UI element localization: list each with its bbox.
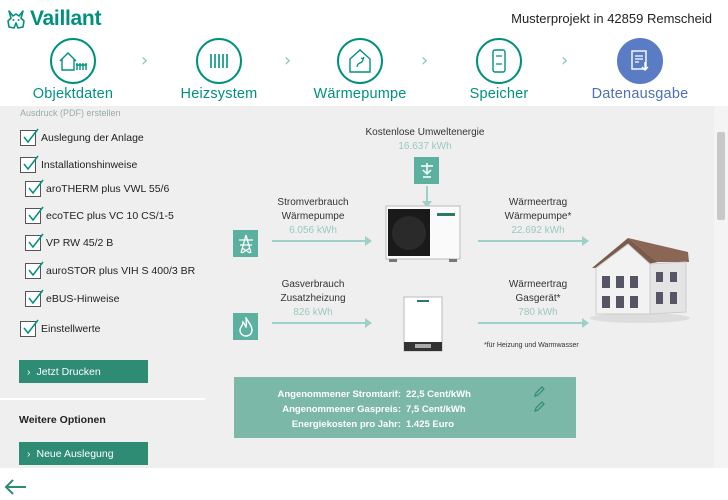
checkbox-checked-icon[interactable] bbox=[25, 233, 44, 251]
storage-tank-icon bbox=[476, 38, 522, 84]
checkbox-label: Installationshinweise bbox=[41, 159, 138, 171]
arrow-right-icon bbox=[478, 236, 589, 246]
chevron-right-icon: › bbox=[27, 365, 31, 378]
energy-cost-label: Energiekosten pro Jahr: bbox=[291, 419, 401, 430]
checkbox-label: Einstellwerte bbox=[41, 323, 101, 335]
panel-header: Ausdruck (PDF) erstellen bbox=[20, 108, 121, 118]
new-design-label: Neue Auslegung bbox=[36, 447, 114, 460]
step-speicher[interactable]: Speicher bbox=[434, 38, 564, 102]
house-icon bbox=[50, 38, 96, 84]
checkbox-installationshinweise[interactable]: Installationshinweise bbox=[20, 155, 138, 173]
heatpump-unit-image bbox=[385, 205, 461, 263]
heat-yield-pump-value: 22.692 kWh bbox=[511, 225, 565, 236]
checkbox-checked-icon[interactable] bbox=[25, 261, 44, 279]
radiator-icon bbox=[196, 38, 242, 84]
checkbox-label: ecoTEC plus VC 10 CS/1-5 bbox=[46, 210, 174, 222]
divider bbox=[0, 398, 205, 400]
tariff-panel: Angenommener Stromtarif: 22,5 Cent/kWh A… bbox=[234, 377, 576, 438]
heat-yield-pump-label: Wärmeertrag Wärmepumpe* bbox=[504, 197, 572, 222]
checkbox-checked-icon[interactable] bbox=[20, 128, 39, 146]
vertical-scrollbar[interactable] bbox=[714, 106, 728, 468]
ambient-energy-icon bbox=[414, 157, 439, 184]
checkbox-checked-icon[interactable] bbox=[25, 206, 44, 224]
more-options-title: Weitere Optionen bbox=[19, 414, 106, 426]
footnote: *für Heizung und Warmwasser bbox=[484, 342, 579, 349]
back-arrow-icon[interactable] bbox=[4, 478, 28, 500]
arrow-right-icon bbox=[478, 318, 589, 328]
gas-price-value: 7,5 Cent/kWh bbox=[406, 404, 466, 415]
power-tariff-value: 22,5 Cent/kWh bbox=[406, 389, 471, 400]
power-tariff-label: Angenommener Stromtarif: bbox=[277, 389, 401, 400]
checkbox-vp-rw[interactable]: VP RW 45/2 B bbox=[25, 233, 114, 251]
checkbox-ebus[interactable]: eBUS-Hinweise bbox=[25, 289, 120, 307]
step-label: Objektdaten bbox=[32, 86, 114, 102]
power-tower-icon bbox=[233, 230, 258, 257]
checkbox-checked-icon[interactable] bbox=[20, 155, 39, 173]
checkbox-label: aroTHERM plus VWL 55/6 bbox=[46, 183, 170, 195]
checkbox-aurostor[interactable]: auroSTOR plus VIH S 400/3 BR bbox=[25, 261, 196, 279]
step-label: Wärmepumpe bbox=[313, 86, 407, 102]
chevron-right-icon: › bbox=[27, 447, 31, 460]
checkbox-einstellwerte[interactable]: Einstellwerte bbox=[20, 319, 101, 337]
checkbox-ecotec[interactable]: ecoTEC plus VC 10 CS/1-5 bbox=[25, 206, 174, 224]
arrow-down-icon bbox=[422, 186, 432, 208]
chevron-right-icon: › bbox=[421, 50, 429, 71]
chevron-right-icon: › bbox=[284, 50, 292, 71]
project-title: Musterprojekt in 42859 Remscheid bbox=[511, 11, 712, 26]
step-label: Datenausgabe bbox=[591, 86, 689, 102]
checkbox-label: Auslegung der Anlage bbox=[41, 132, 144, 144]
checkbox-checked-icon[interactable] bbox=[25, 289, 44, 307]
flame-icon bbox=[233, 313, 258, 340]
document-download-icon bbox=[617, 38, 663, 84]
step-label: Heizsystem bbox=[180, 86, 258, 102]
chevron-right-icon: › bbox=[561, 50, 569, 71]
gas-price-label: Angenommener Gaspreis: bbox=[282, 404, 401, 415]
checkbox-label: auroSTOR plus VIH S 400/3 BR bbox=[46, 265, 196, 277]
arrow-right-icon bbox=[272, 236, 372, 246]
energy-cost-value: 1.425 Euro bbox=[406, 419, 455, 430]
step-objektdaten[interactable]: Objektdaten bbox=[8, 38, 138, 102]
house-image bbox=[588, 232, 692, 324]
new-design-button[interactable]: › Neue Auslegung bbox=[19, 442, 148, 465]
print-options-panel: Ausdruck (PDF) erstellen Auslegung der A… bbox=[0, 106, 205, 468]
heatpump-icon bbox=[337, 38, 383, 84]
gas-consumption-value: 826 kWh bbox=[293, 307, 333, 318]
checkbox-label: VP RW 45/2 B bbox=[46, 237, 114, 249]
checkbox-checked-icon[interactable] bbox=[20, 319, 39, 337]
ambient-energy-label: Kostenlose Umweltenergie bbox=[365, 127, 485, 138]
checkbox-label: eBUS-Hinweise bbox=[46, 293, 120, 305]
gas-consumption-label: Gasverbrauch Zusatzheizung bbox=[280, 279, 346, 304]
chevron-right-icon: › bbox=[141, 50, 149, 71]
ambient-energy-value: 16.637 kWh bbox=[398, 141, 452, 152]
edit-pencil-icon[interactable] bbox=[533, 401, 545, 416]
step-heizsystem[interactable]: Heizsystem bbox=[154, 38, 284, 102]
checkbox-checked-icon[interactable] bbox=[25, 179, 44, 197]
print-now-button[interactable]: › Jetzt Drucken bbox=[19, 360, 148, 383]
step-waermepumpe[interactable]: Wärmepumpe bbox=[295, 38, 425, 102]
scrollbar-thumb[interactable] bbox=[717, 132, 725, 220]
print-now-label: Jetzt Drucken bbox=[36, 365, 101, 378]
vaillant-hare-icon bbox=[7, 10, 25, 29]
main-content: Ausdruck (PDF) erstellen Auslegung der A… bbox=[0, 106, 714, 468]
checkbox-arotherm[interactable]: aroTHERM plus VWL 55/6 bbox=[25, 179, 170, 197]
gas-boiler-image bbox=[403, 296, 443, 352]
step-label: Speicher bbox=[469, 86, 529, 102]
step-datenausgabe[interactable]: Datenausgabe bbox=[575, 38, 705, 102]
vaillant-logo: Vaillant bbox=[6, 7, 101, 31]
power-consumption-label: Stromverbrauch Wärmepumpe bbox=[277, 197, 349, 222]
step-navigation: Objektdaten › Heizsystem › Wärmepumpe › … bbox=[0, 38, 728, 106]
power-consumption-value: 6.056 kWh bbox=[289, 225, 337, 236]
heat-yield-gas-value: 780 kWh bbox=[518, 307, 558, 318]
heat-yield-gas-label: Wärmeertrag Gasgerät* bbox=[508, 279, 568, 304]
checkbox-auslegung[interactable]: Auslegung der Anlage bbox=[20, 128, 144, 146]
brand-name: Vaillant bbox=[30, 7, 102, 30]
edit-pencil-icon[interactable] bbox=[533, 386, 545, 401]
arrow-right-icon bbox=[272, 318, 372, 328]
